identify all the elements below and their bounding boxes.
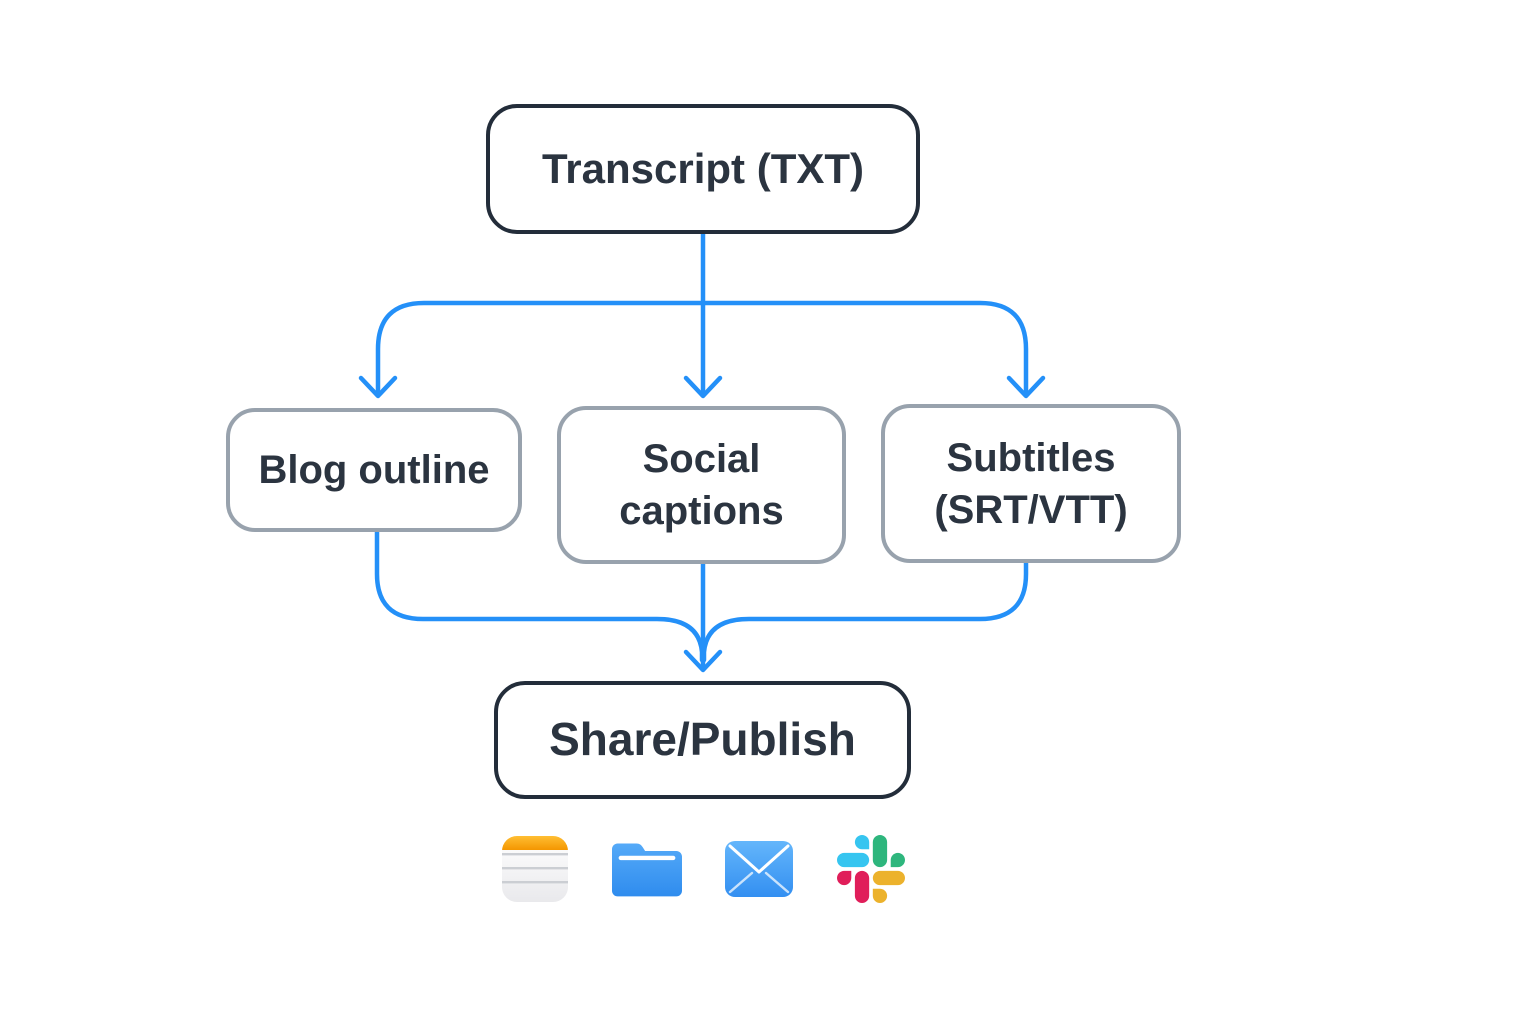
node-transcript-label: Transcript (TXT) <box>541 144 865 192</box>
node-social-captions: Social captions <box>557 406 846 564</box>
edge-blog-to-share <box>374 529 705 663</box>
arrowhead-down-icon <box>1006 375 1046 399</box>
edge-subtitles-to-share <box>701 560 1029 663</box>
arrowhead-down-icon <box>683 649 723 673</box>
edge-group <box>358 231 1046 673</box>
node-subtitles-label: Subtitles (SRT/VTT) <box>934 435 1128 532</box>
share-destination-icons <box>500 834 906 904</box>
node-social-captions-label: Social captions <box>619 437 784 533</box>
arrowhead-down-icon <box>358 375 398 399</box>
node-subtitles: Subtitles (SRT/VTT) <box>881 404 1181 563</box>
node-transcript: Transcript (TXT) <box>486 104 920 234</box>
arrowhead-down-icon <box>683 375 723 399</box>
mail-icon <box>724 834 794 904</box>
folder-icon <box>612 834 682 904</box>
node-blog-outline: Blog outline <box>226 408 522 532</box>
notes-app-icon <box>500 834 570 904</box>
node-share-publish-label: Share/Publish <box>549 713 856 766</box>
node-blog-outline-label: Blog outline <box>258 448 490 492</box>
edge-transcript-branch <box>375 300 1029 395</box>
node-share-publish: Share/Publish <box>494 681 911 799</box>
slack-icon <box>836 834 906 904</box>
